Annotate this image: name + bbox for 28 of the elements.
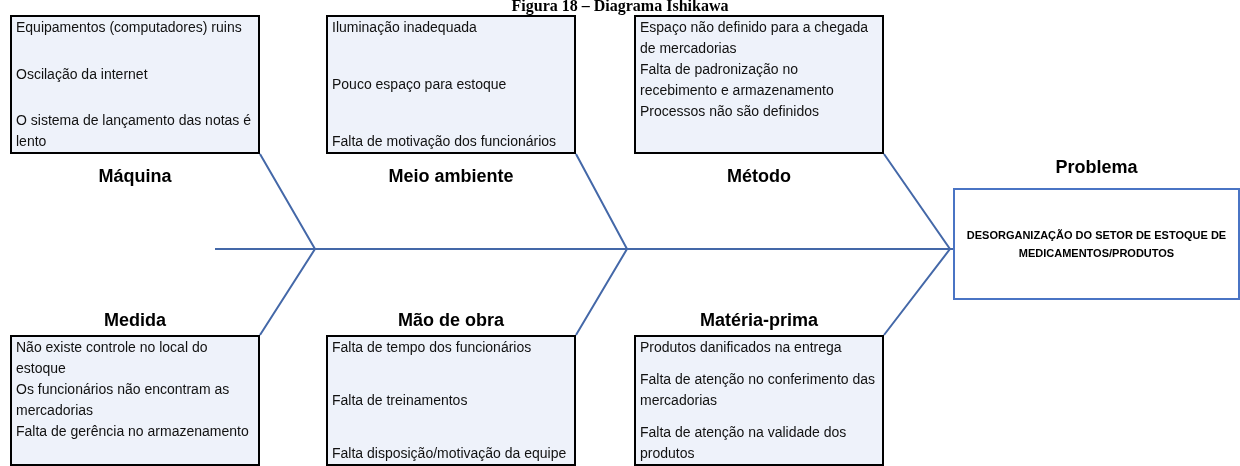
category-heading: Meio ambiente (387, 165, 515, 187)
cause-text: Oscilação da internet (16, 64, 149, 84)
cause-text: Equipamentos (computadores) ruins (16, 18, 243, 37)
cause-text: Falta de padronização no recebimento e armazenamento (640, 60, 835, 100)
category-heading: Matéria-prima (698, 309, 819, 331)
cause-text: Falta de atenção no conferimento das mercadorias (640, 370, 877, 410)
cause-text: Falta de gerência no armazenamento (16, 422, 250, 441)
category-heading: Medida (103, 309, 167, 331)
cause-text: Falta de tempo dos funcionários (332, 338, 533, 357)
cause-text: Pouco espaço para estoque (332, 75, 508, 94)
cause-text: Espaço não definido para a chegada de mercadorias (640, 18, 870, 58)
category-heading: Mão de obra (397, 309, 505, 331)
cause-text: Não existe controle no local do estoque (16, 338, 209, 378)
cause-text: Produtos danificados na entrega (640, 338, 843, 357)
cause-text: Iluminação inadequada (332, 18, 478, 37)
cause-text: Os funcionários não encontram as mercadorias (16, 380, 231, 420)
category-heading: Máquina (97, 165, 173, 187)
cause-text: O sistema de lançamento das notas é lento (16, 111, 253, 151)
category-heading: Método (726, 165, 792, 187)
cause-text: Falta disposição/motivação da equipe (332, 444, 568, 463)
problem-text: DESORGANIZAÇÃO DO SETOR DE ESTOQUE DE MEDICAMENTOS/PRODUTOS (965, 228, 1228, 261)
bone-line (883, 248, 954, 336)
figure-title: Figura 18 – Diagrama Ishikawa (510, 0, 730, 15)
cause-text: Falta de treinamentos (332, 391, 469, 410)
cause-text: Falta de atenção na validade dos produtos (640, 423, 848, 463)
cause-text: Processos não são definidos (640, 102, 820, 121)
problem-heading: Problema (1054, 156, 1139, 178)
cause-text: Falta de motivação dos funcionários (332, 132, 558, 151)
